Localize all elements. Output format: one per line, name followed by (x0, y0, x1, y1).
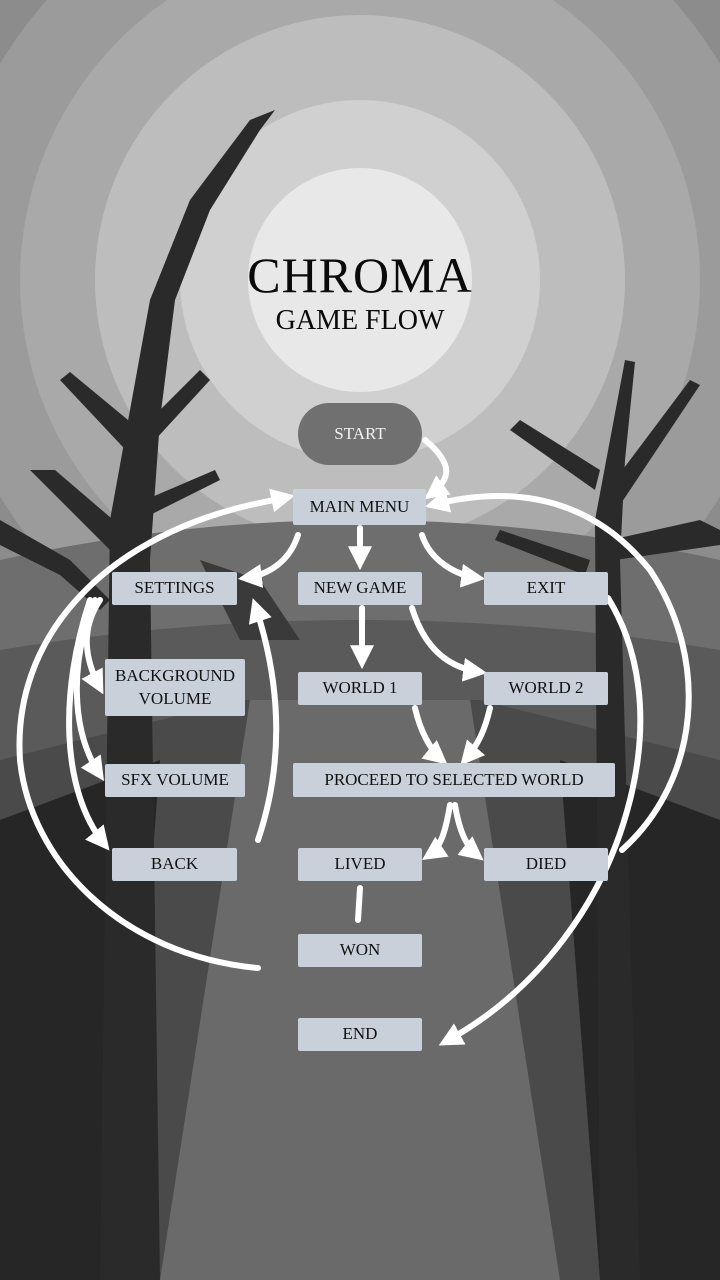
flow-arrows (16, 437, 692, 1046)
arrow-proceed-to-died (452, 802, 484, 861)
node-background-volume: BACKGROUND VOLUME (105, 659, 245, 716)
arrow-new-game-to-world2 (409, 605, 488, 682)
moon (248, 168, 472, 392)
node-back: BACK (112, 848, 237, 881)
node-proceed-to-selected-world: PROCEED TO SELECTED WORLD (293, 763, 615, 797)
arrow-won-to-main-menu (16, 488, 296, 971)
node-world2: WORLD 2 (484, 672, 608, 705)
node-end: END (298, 1018, 422, 1051)
arrow-main-menu-to-exit (419, 532, 486, 588)
node-start: START (298, 403, 422, 465)
arrow-settings-to-sfx-volume (73, 597, 104, 781)
node-lived: LIVED (298, 848, 422, 881)
arrow-world2-to-proceed (460, 705, 493, 766)
tree-left (0, 110, 275, 1280)
page-subtitle: GAME FLOW (275, 305, 445, 336)
node-settings: SETTINGS (112, 572, 237, 605)
page-title: CHROMA (247, 247, 473, 303)
arrow-world1-to-proceed (412, 705, 448, 765)
node-background-volume-line1: BACKGROUND (115, 665, 235, 685)
node-died: DIED (484, 848, 608, 881)
arrow-main-menu-to-settings (237, 532, 301, 588)
node-background-volume-line2: VOLUME (138, 688, 212, 708)
arrow-proceed-to-lived (422, 802, 453, 860)
node-main-menu: MAIN MENU (293, 489, 426, 525)
node-won: WON (298, 934, 422, 967)
node-new-game: NEW GAME (298, 572, 422, 605)
node-sfx-volume: SFX VOLUME (105, 764, 245, 797)
arrow-settings-to-back (66, 597, 110, 851)
node-world1: WORLD 1 (298, 672, 422, 705)
node-exit: EXIT (484, 572, 608, 605)
arrow-died-to-main-menu (425, 489, 692, 853)
arrow-lived-to-won (355, 885, 363, 923)
arrow-back-to-settings (248, 598, 280, 843)
arrow-settings-to-background-volume (81, 597, 104, 695)
arrow-exit-to-end (438, 595, 644, 1046)
